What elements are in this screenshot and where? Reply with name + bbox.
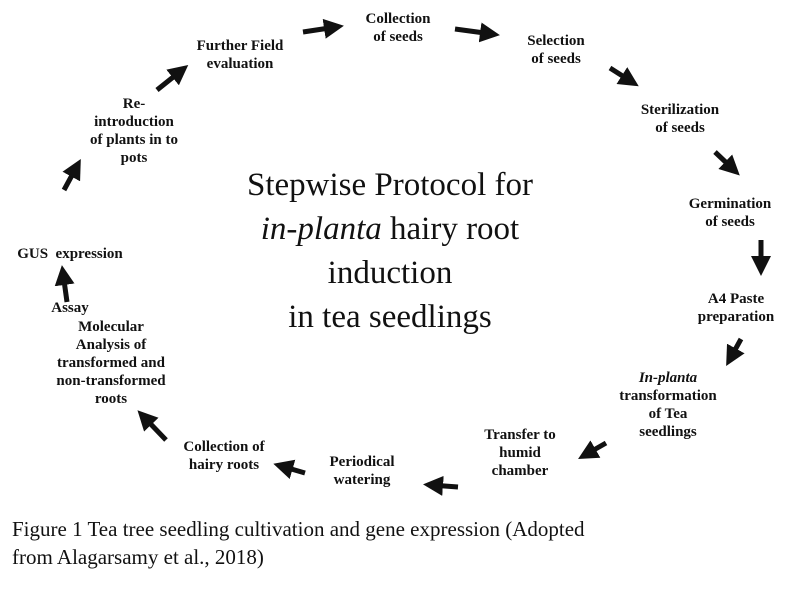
diagram-title: Stepwise Protocol for in-planta hairy ro…	[170, 163, 610, 339]
step-label-line: GUS expression	[17, 246, 123, 262]
arrow-sterilization-to-germination	[713, 150, 740, 176]
step-label-line: chamber	[491, 463, 549, 479]
step-label-line: Transfer to	[484, 427, 556, 443]
arrow-field-to-collection	[302, 18, 344, 39]
step-label-line: of seeds	[655, 120, 705, 136]
step-collection-of-hairy-roots: Collection of hairy roots	[166, 438, 282, 474]
step-label-line: Molecular	[78, 319, 144, 335]
step-label-line: seedlings	[639, 424, 697, 440]
step-label-line: watering	[333, 472, 391, 488]
step-label-line: roots	[94, 391, 128, 407]
step-selection-of-seeds: Selection of seeds	[510, 32, 602, 68]
step-label-line: Further Field	[196, 38, 284, 54]
step-label-line: evaluation	[206, 56, 274, 72]
step-label-line: Periodical	[329, 454, 395, 470]
step-label-line: Selection	[527, 33, 585, 49]
caption-line: Figure 1 Tea tree seedling cultivation a…	[12, 517, 585, 541]
step-germination-of-seeds: Germination of seeds	[676, 195, 784, 231]
step-gus-expression-assay: GUS expression Assay	[4, 209, 136, 335]
step-periodical-watering: Periodical watering	[316, 453, 408, 489]
arrow-transfer-to-watering	[423, 475, 459, 496]
step-label-line: Germination	[688, 196, 772, 212]
step-label-line: Re-	[122, 96, 146, 112]
step-label-line: Collection	[365, 11, 431, 27]
step-transfer-to-humid-chamber: Transfer to humid chamber	[466, 426, 574, 480]
step-further-field-evaluation: Further Field evaluation	[182, 37, 298, 73]
step-in-planta-transformation: In-planta transformation of Tea seedling…	[606, 369, 730, 441]
step-label-line: humid	[499, 445, 541, 461]
step-label-line: of plants in to	[90, 132, 178, 148]
title-line: induction	[327, 255, 453, 291]
step-label-line: of seeds	[705, 214, 755, 230]
step-label-line: transformed and	[57, 355, 165, 371]
arrow-reintroduction-to-field	[155, 65, 189, 92]
arrow-hairyroots-to-molecular	[137, 410, 168, 442]
step-label-line: non-transformed	[56, 373, 166, 389]
step-label-line: of seeds	[373, 29, 423, 45]
arrow-watering-to-hairyroots	[273, 459, 306, 479]
title-line: in tea seedlings	[288, 299, 492, 335]
step-label-line: pots	[120, 150, 148, 166]
arrow-a4-to-inplanta	[726, 337, 745, 367]
step-label-line: Assay	[51, 300, 89, 316]
step-label-line: of seeds	[531, 51, 581, 67]
arrow-inplanta-to-transfer	[578, 440, 608, 459]
arrow-gus-to-reintroduction	[61, 158, 81, 192]
arrow-molecular-to-gus	[54, 265, 75, 303]
caption-line: from Alagarsamy et al., 2018)	[12, 545, 264, 569]
step-collection-of-seeds: Collection of seeds	[352, 10, 444, 46]
title-italic: in-planta	[260, 211, 382, 247]
arrow-collection-to-selection	[454, 22, 500, 43]
step-molecular-analysis: Molecular Analysis of transformed and no…	[40, 318, 182, 408]
step-label-line: hairy roots	[188, 457, 260, 473]
step-a4-paste-preparation: A4 Paste preparation	[688, 290, 784, 326]
step-label-line: Analysis of	[75, 337, 147, 353]
step-sterilization-of-seeds: Sterilization of seeds	[626, 101, 734, 137]
step-label-line: preparation	[697, 309, 775, 325]
step-label-line: of Tea	[648, 406, 688, 422]
step-label-line: introduction	[94, 114, 174, 130]
step-reintroduction-of-plants: Re- introduction of plants in to pots	[68, 95, 200, 167]
step-label-line: Collection of	[183, 439, 265, 455]
figure-caption: Figure 1 Tea tree seedling cultivation a…	[12, 515, 792, 571]
arrow-selection-to-sterilization	[608, 65, 639, 87]
step-label-italic: In-planta	[638, 370, 698, 386]
step-label-line: Sterilization	[640, 102, 720, 118]
step-label-line: transformation	[619, 388, 717, 404]
title-line: in-planta hairy root	[170, 207, 610, 251]
title-line-rest: hairy root	[381, 211, 520, 247]
title-line: Stepwise Protocol for	[247, 167, 533, 203]
step-label-line: A4 Paste	[707, 291, 765, 307]
